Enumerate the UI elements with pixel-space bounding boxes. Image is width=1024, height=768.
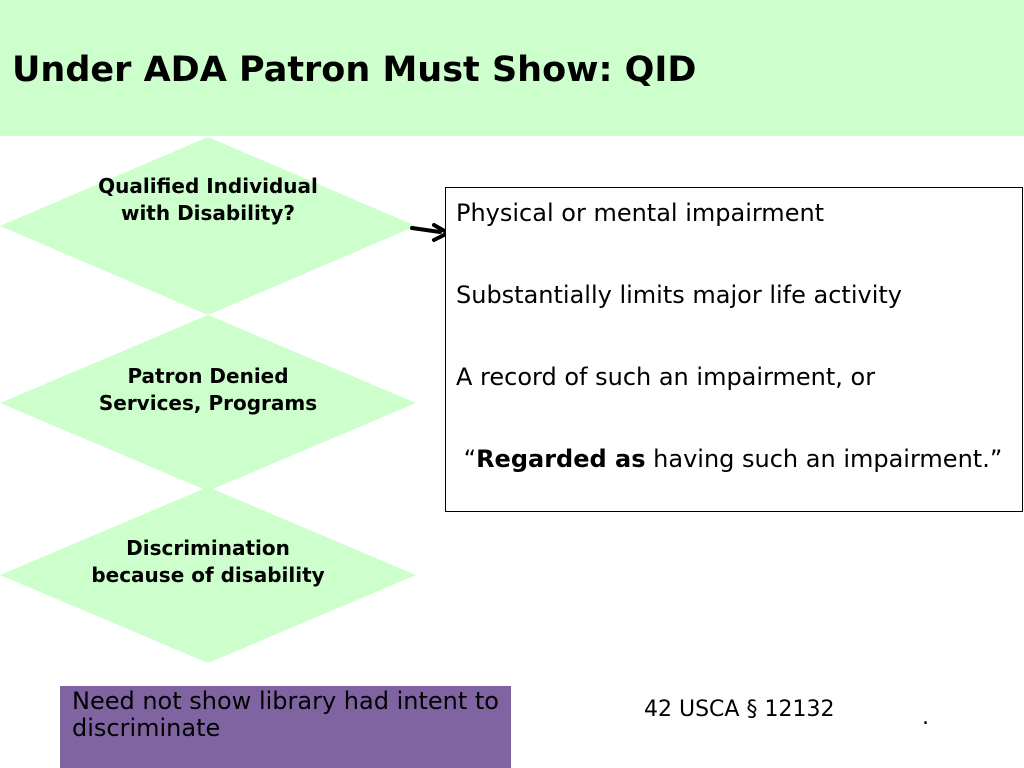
diamond-shape bbox=[0, 137, 416, 315]
flow-diamond-denied: Patron Denied Services, Programs bbox=[0, 315, 416, 491]
flow-diamond-qualified: Qualified Individual with Disability? bbox=[0, 137, 416, 315]
diamond-label: Qualified Individual with Disability? bbox=[98, 174, 318, 225]
intent-note: Need not show library had intent to disc… bbox=[60, 686, 511, 768]
criteria-item: Substantially limits major life activity bbox=[456, 281, 902, 309]
regarded-as-emphasis: Regarded as bbox=[476, 445, 646, 473]
diamond-shape bbox=[0, 487, 416, 663]
diamond-label: Patron Denied Services, Programs bbox=[98, 364, 318, 415]
criteria-item: Physical or mental impairment bbox=[456, 199, 825, 227]
diamond-shape bbox=[0, 315, 416, 491]
criteria-item: A record of such an impairment, or bbox=[456, 363, 876, 391]
stray-period: . bbox=[922, 705, 929, 730]
criteria-item-regarded-as: “Regarded as having such an impairment.” bbox=[456, 442, 1012, 476]
title-banner: Under ADA Patron Must Show: QID bbox=[0, 0, 1024, 136]
open-quote: “ bbox=[463, 445, 477, 473]
diamond-label: Discrimination because of disability bbox=[91, 536, 325, 587]
regarded-as-rest: having such an impairment.” bbox=[645, 445, 1003, 473]
flow-diamond-discrimination: Discrimination because of disability bbox=[0, 487, 416, 663]
qid-criteria-box: Physical or mental impairment Substantia… bbox=[445, 187, 1023, 512]
slide-title: Under ADA Patron Must Show: QID bbox=[12, 50, 697, 90]
statute-citation: 42 USCA § 12132 bbox=[644, 697, 835, 722]
